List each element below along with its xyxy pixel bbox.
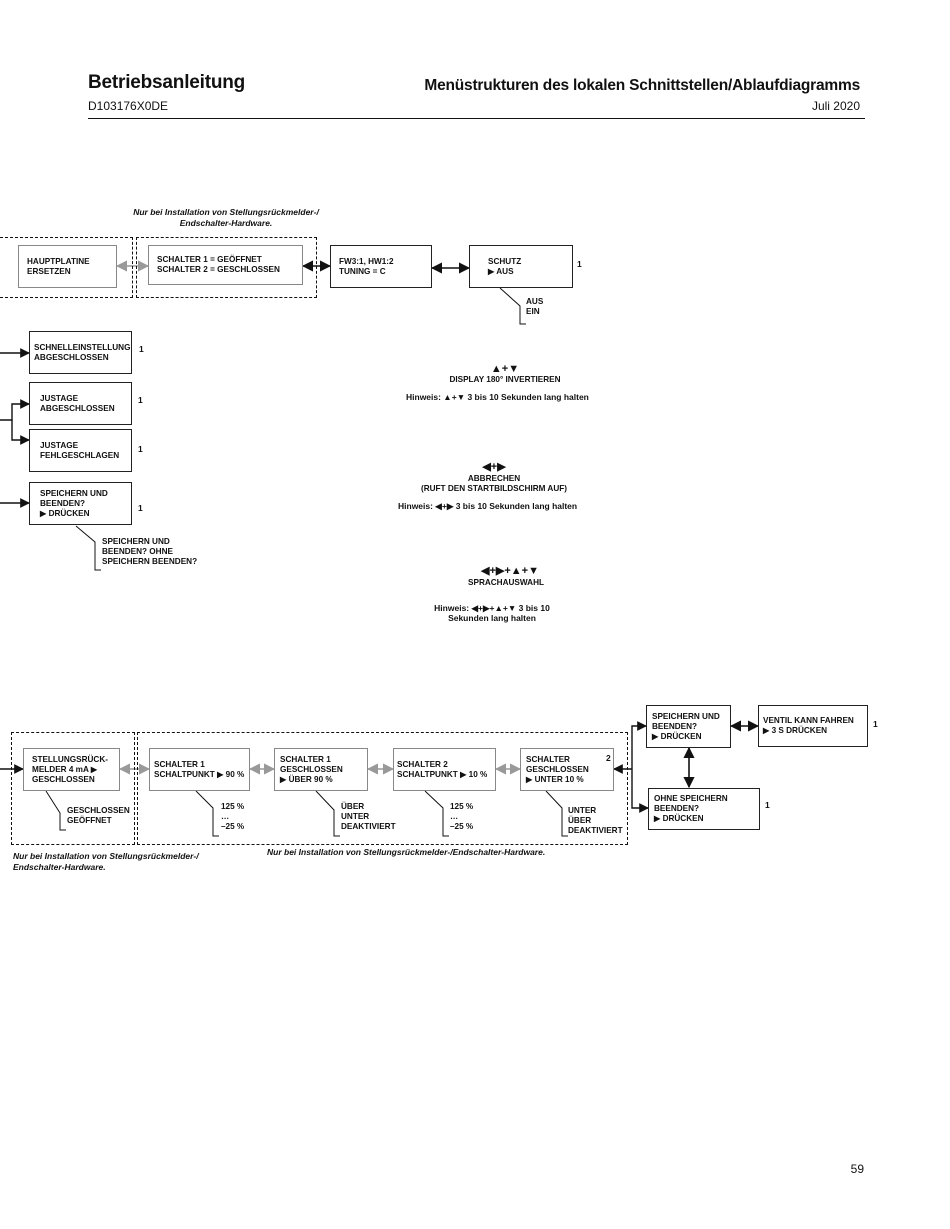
menu-box-hauptplatine[interactable]: HAUPTPLATINE ERSETZEN [18,245,117,288]
menu-box-label: HAUPTPLATINE ERSETZEN [27,256,90,276]
menu-box-label: JUSTAGE ABGESCHLOSSEN [40,393,115,413]
dashed-group-schalter-bottom [137,732,628,845]
section-title: Menüstrukturen des lokalen Schnittstelle… [424,77,860,94]
menu-box-label: SCHUTZ ▶ AUS [488,257,522,276]
dashed-group-stellung [11,732,135,845]
dashed-group-schalter [136,237,317,298]
menu-box-justage-fail[interactable]: JUSTAGE FEHLGESCHLAGEN [29,429,132,472]
document-date: Juli 2020 [811,99,860,113]
menu-box-schalter2-punkt[interactable]: SCHALTER 2 SCHALTPUNKT ▶ 10 % [393,748,496,791]
footnote-number: 1 [873,719,878,729]
language-title: SPRACHAUSWAHL [468,578,544,587]
menu-box-ohne-speichern[interactable]: OHNE SPEICHERN BEENDEN? ▶ DRÜCKEN [648,788,760,830]
menu-box-label: SCHALTER 2 SCHALTPUNKT ▶ 10 % [397,759,488,779]
footnote-number: 1 [577,259,582,269]
page-number: 59 [850,1162,864,1176]
menu-box-label: VENTIL KANN FAHREN ▶ 3 S DRÜCKEN [763,716,854,735]
dashed-group-hauptplatine [0,237,133,298]
menu-box-label: SCHALTER 1 SCHALTPUNKT ▶ 90 % [154,759,245,779]
menu-box-stellungsrueckmelder[interactable]: STELLUNGSRÜCK- MELDER 4 mA ▶ GESCHLOSSEN [23,748,120,791]
menu-box-schalter1-punkt[interactable]: SCHALTER 1 SCHALTPUNKT ▶ 90 % [149,748,250,791]
bottom-left-hardware-note: Nur bei Installation von Stellungsrückme… [13,851,199,872]
menu-box-label: SPEICHERN UND BEENDEN? ▶ DRÜCKEN [652,711,720,741]
menu-box-speichern-left[interactable]: SPEICHERN UND BEENDEN? ▶ DRÜCKEN [29,482,132,525]
footnote-number: 1 [138,444,143,454]
language-keys: ◀+▶+▲+▼ [481,565,539,577]
footnote-number: 1 [139,344,144,354]
menu-box-ventil[interactable]: VENTIL KANN FAHREN ▶ 3 S DRÜCKEN [758,705,868,747]
cancel-keys: ◀+▶ [482,461,506,473]
menu-box-firmware[interactable]: FW3:1, HW1:2 TUNING = C [330,245,432,288]
menu-box-speichern-bottom[interactable]: SPEICHERN UND BEENDEN? ▶ DRÜCKEN [646,705,731,748]
schalter2-geschlossen-options: UNTER ÜBER DEAKTIVIERT [568,806,623,835]
schalter2-punkt-options: 125 % … –25 % [450,802,474,831]
footnote-number: 1 [138,503,143,513]
invert-hint: Hinweis: ▲+▼ 3 bis 10 Sekunden lang halt… [406,392,589,402]
footnote-number: 1 [138,395,143,405]
document-title: Betriebsanleitung [88,72,246,93]
cancel-hint: Hinweis: ◀+▶ 3 bis 10 Sekunden lang halt… [398,501,578,511]
schutz-options: AUS EIN [526,297,544,316]
invert-title: DISPLAY 180° INVERTIEREN [449,375,561,384]
menu-box-schalter-status[interactable]: SCHALTER 1 = GEÖFFNET SCHALTER 2 = GESCH… [148,245,303,285]
menu-box-label: SCHNELLEINSTELLUNG ABGESCHLOSSEN [34,342,131,362]
menu-box-label: OHNE SPEICHERN BEENDEN? ▶ DRÜCKEN [654,794,728,823]
speichern-options: SPEICHERN UND BEENDEN? OHNE SPEICHERN BE… [102,537,198,566]
header-rule [88,118,865,119]
menu-box-label: STELLUNGSRÜCK- MELDER 4 mA ▶ GESCHLOSSEN [32,754,108,784]
menu-box-schalter1-geschlossen[interactable]: SCHALTER 1 GESCHLOSSEN ▶ ÜBER 90 % [274,748,368,791]
footnote-number: 2 [606,753,611,763]
footnote-number: 1 [765,800,770,810]
menu-box-label: SCHALTER GESCHLOSSEN ▶ UNTER 10 % [526,754,589,784]
invert-keys: ▲+▼ [490,363,520,375]
bottom-right-hardware-note: Nur bei Installation von Stellungsrückme… [267,847,546,857]
top-hardware-note: Nur bei Installation von Stellungsrückme… [133,207,319,228]
menu-box-schalter2-geschlossen[interactable]: SCHALTER GESCHLOSSEN ▶ UNTER 10 % [520,748,614,791]
menu-box-label: SCHALTER 1 GESCHLOSSEN ▶ ÜBER 90 % [280,754,343,784]
menu-box-label: SPEICHERN UND BEENDEN? ▶ DRÜCKEN [40,488,108,518]
schalter1-punkt-options: 125 % … –25 % [221,802,245,831]
menu-box-justage-ok[interactable]: JUSTAGE ABGESCHLOSSEN [29,382,132,425]
menu-box-label: SCHALTER 1 = GEÖFFNET SCHALTER 2 = GESCH… [157,255,280,274]
document-number: D103176X0DE [88,99,169,113]
menu-box-label: JUSTAGE FEHLGESCHLAGEN [40,440,120,460]
language-hint: Hinweis: ◀+▶+▲+▼ 3 bis 10 Sekunden lang … [434,603,550,623]
menu-box-schnelleinstellung[interactable]: SCHNELLEINSTELLUNG ABGESCHLOSSEN [29,331,132,374]
menu-box-label: FW3:1, HW1:2 TUNING = C [339,256,394,276]
cancel-title: ABBRECHEN (RUFT DEN STARTBILDSCHIRM AUF) [421,474,567,493]
menu-box-schutz[interactable]: SCHUTZ ▶ AUS [469,245,573,288]
stellung-options: GESCHLOSSEN GEÖFFNET [67,806,130,825]
schalter1-geschlossen-options: ÜBER UNTER DEAKTIVIERT [341,802,396,831]
